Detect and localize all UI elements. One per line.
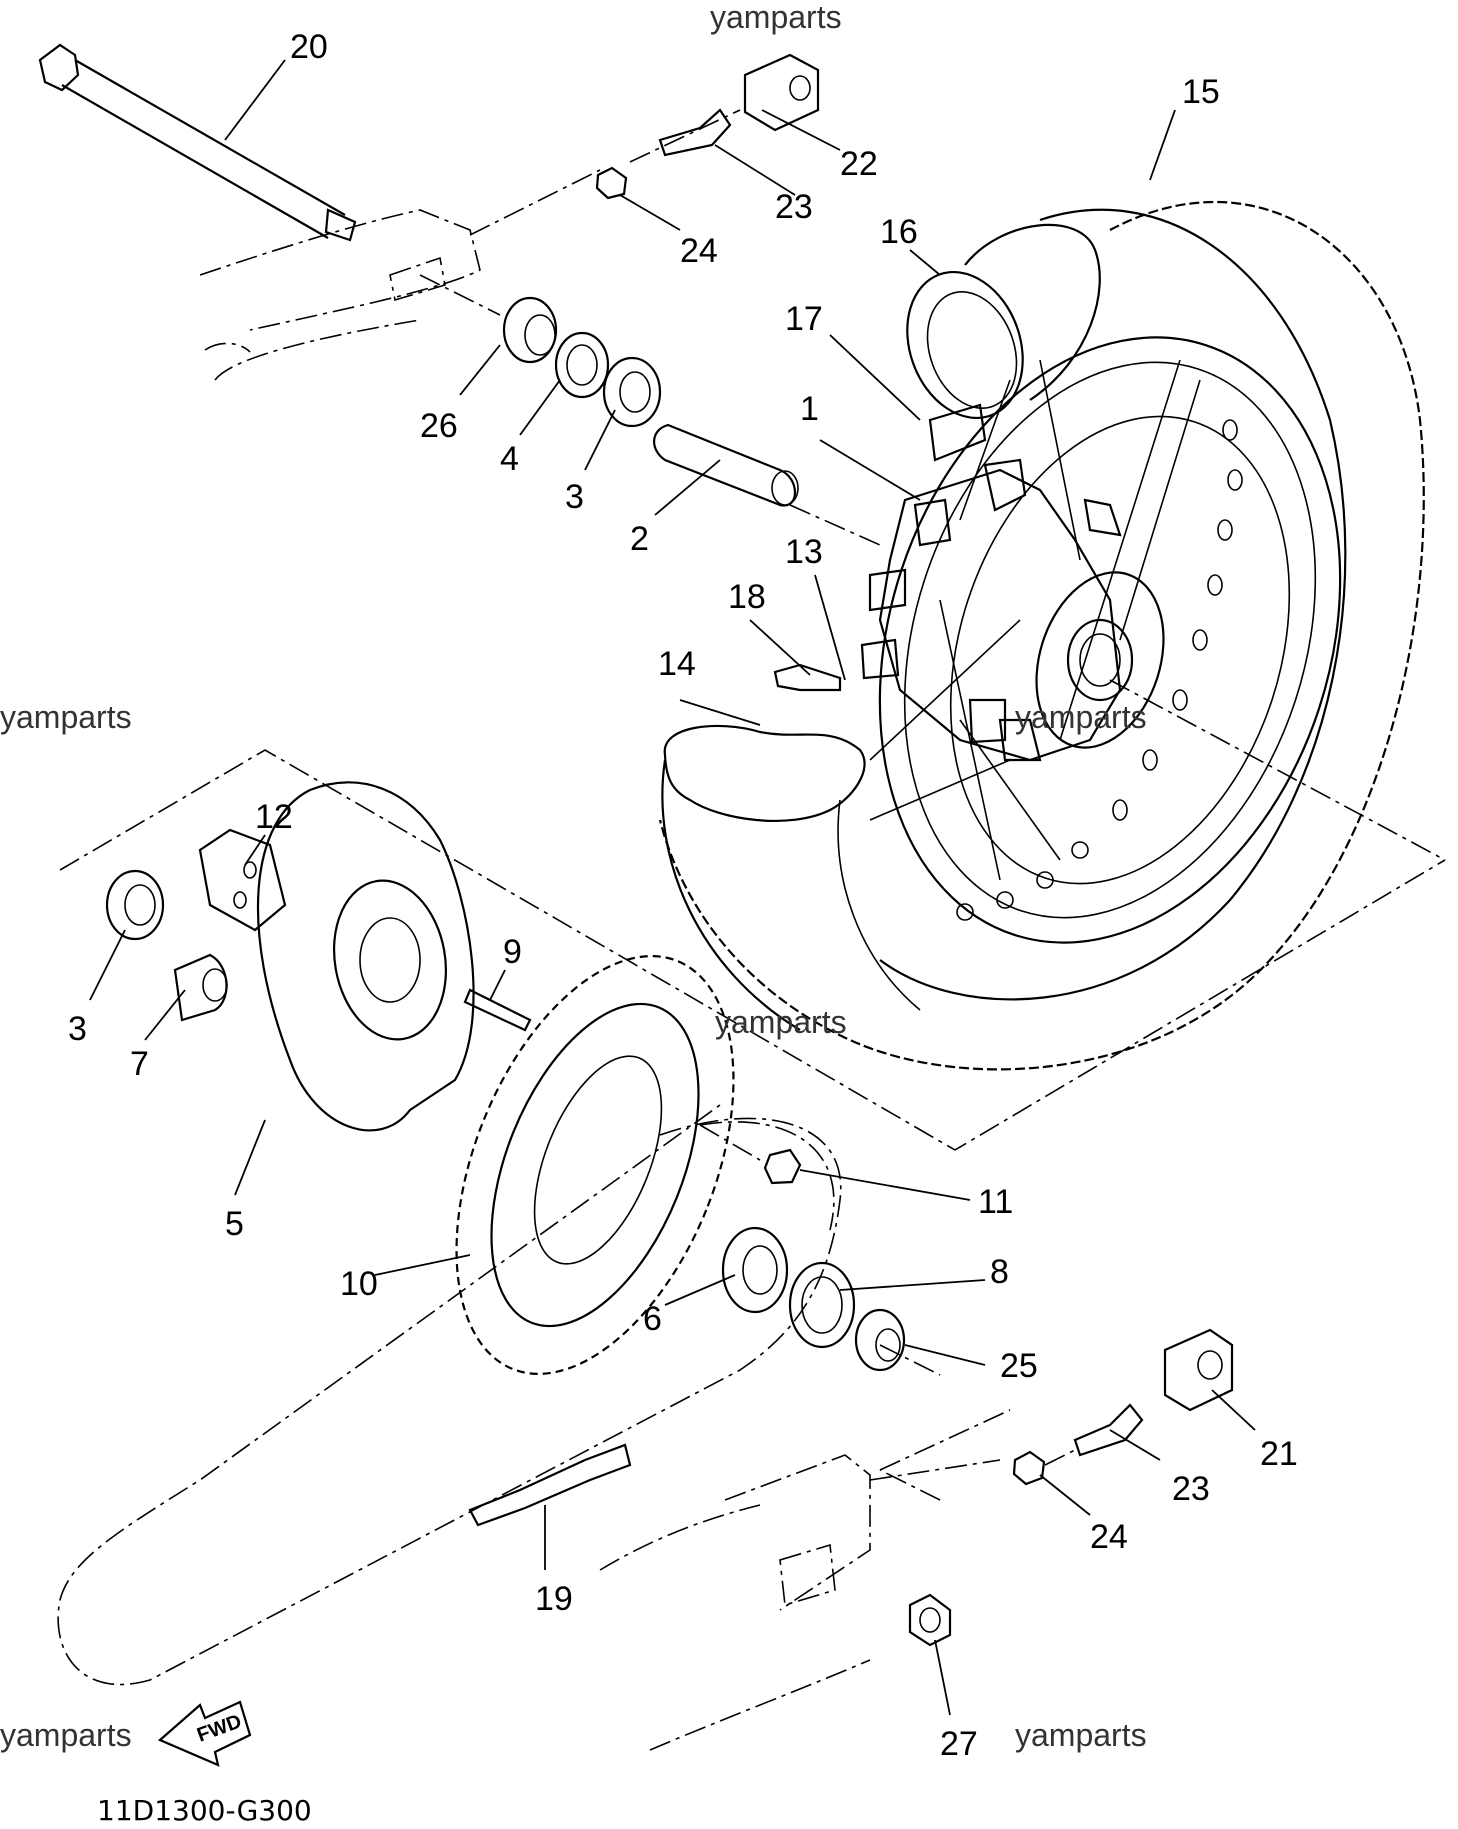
- callout-24-lower: 24: [1090, 1518, 1128, 1556]
- rim-spoke-holes: [956, 419, 1243, 921]
- callout-14: 14: [658, 645, 696, 683]
- callout-18: 18: [728, 578, 766, 616]
- hub: [860, 458, 1165, 762]
- callout-9: 9: [503, 933, 522, 971]
- spokes: [869, 359, 1201, 881]
- callout-20: 20: [290, 28, 328, 66]
- leader-lines: [89, 59, 1256, 1716]
- watermark: yamparts: [0, 1717, 132, 1753]
- rear-wheel-assembly: [658, 201, 1425, 1071]
- callout-26: 26: [420, 407, 458, 445]
- callout-5: 5: [225, 1205, 244, 1243]
- callout-23: 23: [775, 188, 813, 226]
- callout-11: 11: [978, 1183, 1013, 1221]
- assembly-center-lines: [419, 109, 1446, 1501]
- callout-10: 10: [340, 1265, 378, 1303]
- watermark: yamparts: [1015, 699, 1147, 735]
- watermark: yamparts: [715, 1004, 847, 1040]
- chain: [57, 1104, 842, 1686]
- right-bearing-stack: [721, 1148, 906, 1372]
- callout-labels: 20 22 23 24 15 16 26 4 3 17 1 2 13 18 14…: [68, 28, 1298, 1763]
- callout-3-top: 3: [565, 478, 584, 516]
- callout-22: 22: [840, 145, 878, 183]
- watermark: yamparts: [1015, 1717, 1147, 1753]
- swingarm-left: [199, 209, 481, 381]
- callout-3-left: 3: [68, 1010, 87, 1048]
- swingarm-right: [599, 1454, 871, 1751]
- subassembly-outline: [59, 749, 1446, 1151]
- callout-4: 4: [500, 440, 519, 478]
- callout-12: 12: [255, 798, 293, 836]
- callout-27: 27: [940, 1725, 978, 1763]
- rim-band: [906, 223, 1101, 420]
- axle-part: [38, 43, 357, 242]
- fwd-arrow-icon: FWD: [157, 1700, 252, 1767]
- callout-19: 19: [535, 1580, 573, 1618]
- valve: [773, 663, 842, 692]
- callout-25: 25: [1000, 1347, 1038, 1385]
- left-hub-parts: [105, 781, 532, 1132]
- rim-lock: [928, 403, 987, 462]
- callout-13: 13: [785, 533, 823, 571]
- callout-23-lower: 23: [1172, 1470, 1210, 1508]
- drawing-code: 11D1300-G300: [97, 1794, 312, 1827]
- watermark: yamparts: [0, 699, 132, 735]
- callout-16: 16: [880, 213, 918, 251]
- callout-17: 17: [785, 300, 823, 338]
- chain-adjuster-left: [595, 53, 820, 200]
- callout-6: 6: [643, 1300, 662, 1338]
- callout-21: 21: [1260, 1435, 1298, 1473]
- watermark: yamparts: [710, 0, 842, 35]
- callout-1: 1: [800, 390, 819, 428]
- callout-2: 2: [630, 520, 649, 558]
- callout-8: 8: [990, 1253, 1009, 1291]
- left-bearing-stack: [502, 296, 799, 507]
- chain-adjuster-right: [908, 1328, 1234, 1647]
- callout-15: 15: [1182, 73, 1220, 111]
- callout-24: 24: [680, 232, 718, 270]
- callout-7: 7: [130, 1045, 149, 1083]
- sprocket: [455, 955, 735, 1375]
- watermarks: yamparts yamparts yamparts yamparts yamp…: [0, 0, 1147, 1753]
